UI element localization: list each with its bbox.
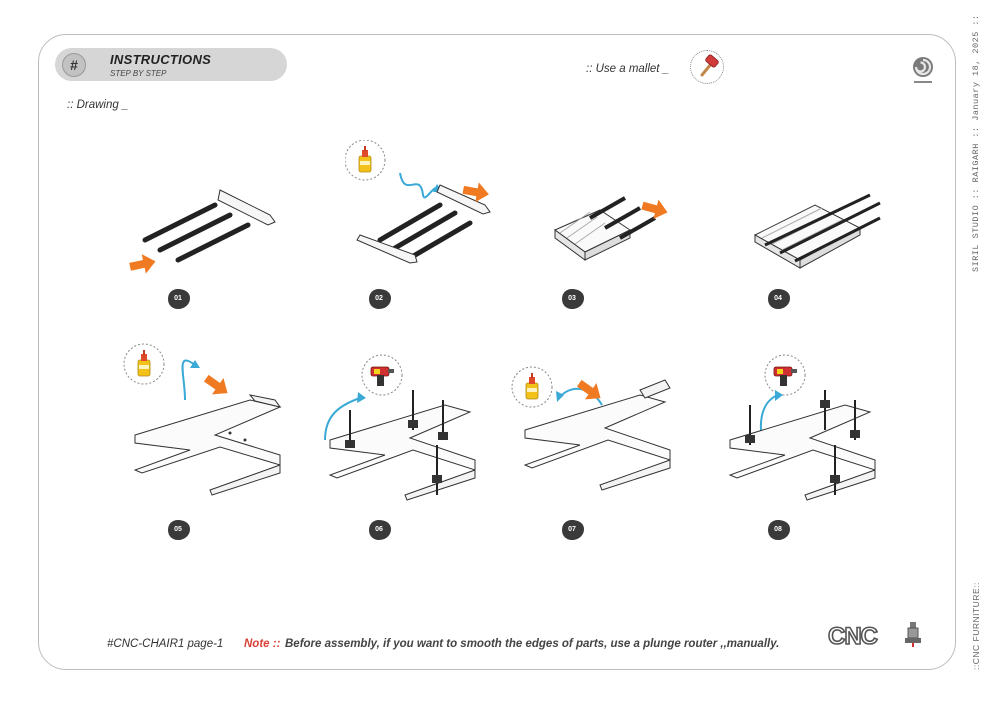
drill-icon <box>764 354 806 396</box>
step-02-illustration <box>345 140 491 264</box>
glue-bottle-icon <box>345 140 386 181</box>
page-subtitle: STEP BY STEP <box>110 69 167 78</box>
step-badge-shape <box>768 289 790 309</box>
glue-bottle-icon <box>123 343 165 385</box>
plunge-router-icon <box>905 622 921 647</box>
step-number-05: 05 <box>174 526 182 533</box>
side-text-bottom: ::CNC FURNITURE:: <box>971 582 981 670</box>
step-08-illustration <box>728 354 876 501</box>
step-number-01: 01 <box>174 295 182 302</box>
step-badge-shape <box>168 520 190 540</box>
note-label: Note :: <box>244 638 281 650</box>
step-04-illustration <box>753 193 881 269</box>
glue-bottle-icon <box>511 366 553 408</box>
studio-logo-icon <box>913 57 933 83</box>
step-badge-shape <box>369 289 391 309</box>
step-number-04: 04 <box>774 295 782 302</box>
step-badge-shape <box>168 289 190 309</box>
step-06-illustration <box>324 354 476 501</box>
step-badge-shape <box>768 520 790 540</box>
step-number-06: 06 <box>375 526 383 533</box>
page-frame <box>38 34 956 670</box>
step-badge-shape <box>562 520 584 540</box>
side-text-top: SIRIL STUDIO :: RAIGARH :: January 18, 2… <box>971 14 981 272</box>
step-number-03: 03 <box>568 295 576 302</box>
step-01-illustration <box>128 189 276 277</box>
note-text: Before assembly, if you want to smooth t… <box>285 638 780 650</box>
step-03-illustration <box>554 196 671 261</box>
drawing-label: :: Drawing _ <box>67 99 129 111</box>
step-number-07: 07 <box>568 526 576 533</box>
header-pill <box>55 48 287 81</box>
svg-text:CNC: CNC <box>828 623 878 647</box>
step-07-illustration <box>511 366 671 491</box>
step-badge-shape <box>369 520 391 540</box>
step-05-illustration <box>123 343 282 496</box>
hash-badge: # <box>62 53 86 77</box>
drill-icon <box>361 354 403 396</box>
step-badge-shape <box>562 289 584 309</box>
step-number-02: 02 <box>375 295 383 302</box>
step-number-08: 08 <box>774 526 782 533</box>
cnc-logo: CNC <box>828 623 879 647</box>
document-id: #CNC-CHAIR1 page-1 <box>107 638 224 650</box>
mallet-icon <box>690 50 724 84</box>
mallet-hint: :: Use a mallet _ <box>586 63 670 75</box>
page-title: INSTRUCTIONS <box>110 52 212 67</box>
